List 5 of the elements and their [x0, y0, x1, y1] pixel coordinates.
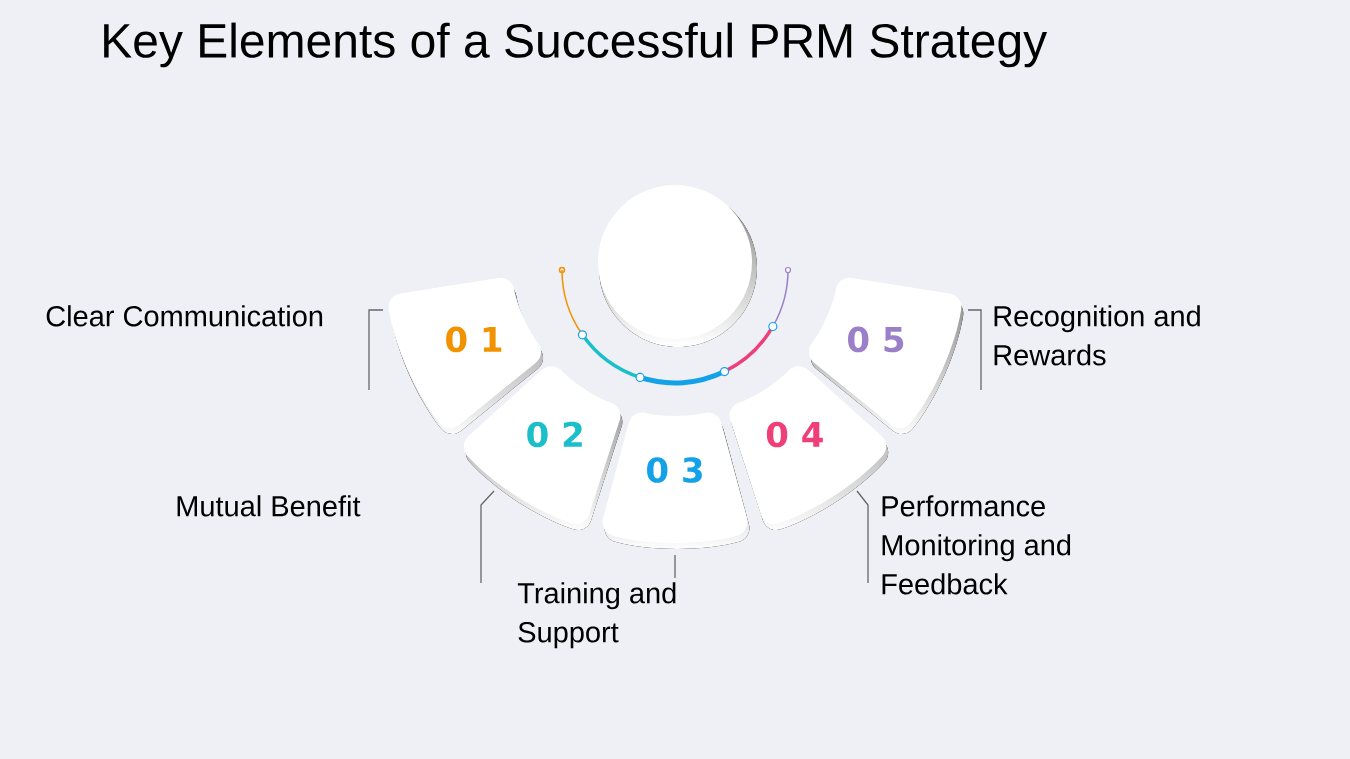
- item-label: Recognition and Rewards: [994, 305, 1200, 366]
- item-label: Mutual Benefit: [177, 495, 361, 517]
- title: Key Elements of a Successful PRM Strategy: [104, 22, 1048, 68]
- item-label: Clear Communication: [46, 305, 323, 327]
- item-label: Training and Support: [517, 582, 676, 649]
